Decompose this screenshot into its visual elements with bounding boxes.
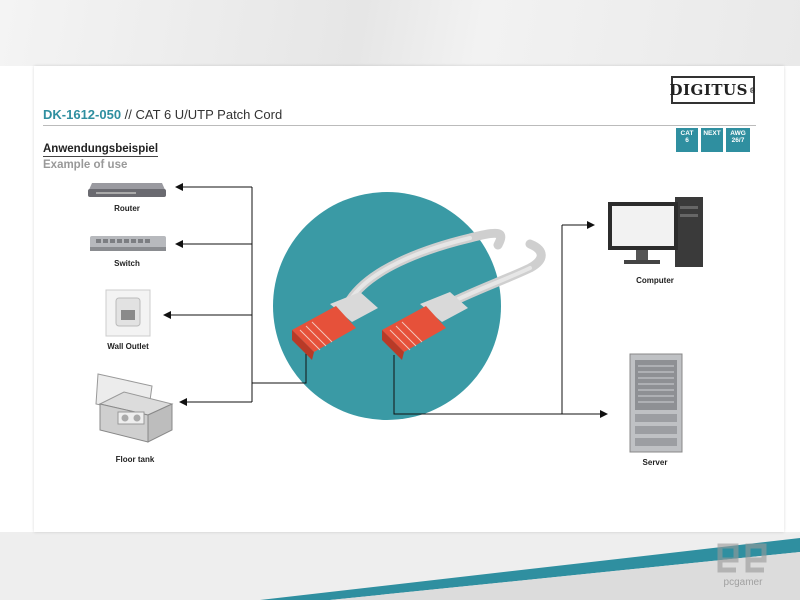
wall-outlet-label: Wall Outlet — [107, 342, 149, 351]
section-title-english: Example of use — [43, 159, 128, 171]
wall-outlet-icon — [105, 289, 151, 337]
switch-label: Switch — [114, 259, 140, 268]
router-icon — [88, 183, 166, 197]
computer-icon — [608, 197, 703, 267]
digitus-logo: DIGITUS® — [670, 76, 756, 104]
left-connector-lines — [163, 183, 307, 406]
right-connector-lines — [393, 221, 608, 418]
server-label: Server — [642, 458, 668, 467]
rj45-plug-right — [382, 292, 468, 360]
header-divider — [43, 125, 756, 126]
product-name: CAT 6 U/UTP Patch Cord — [135, 107, 283, 122]
highlight-circle — [273, 192, 501, 420]
server-icon — [629, 353, 683, 453]
floor-tank-icon — [95, 373, 174, 443]
next-badge: NEXT — [701, 128, 723, 152]
pcgamer-watermark: pcgamer — [717, 543, 767, 588]
rj45-plug-left — [292, 292, 378, 360]
switch-icon — [90, 236, 166, 251]
section-title-german: Anwendungsbeispiel — [43, 143, 159, 157]
title-separator: // — [124, 107, 132, 122]
svg-text:pcgamer: pcgamer — [724, 577, 764, 588]
router-label: Router — [114, 204, 140, 213]
floor-tank-label: Floor tank — [115, 455, 155, 464]
background-top-band — [0, 0, 800, 66]
product-code: DK-1612-050 — [43, 107, 122, 122]
computer-label: Computer — [636, 276, 674, 285]
background-bottom-band — [0, 532, 800, 600]
product-title: DK-1612-050 // CAT 6 U/UTP Patch Cord — [43, 107, 282, 122]
